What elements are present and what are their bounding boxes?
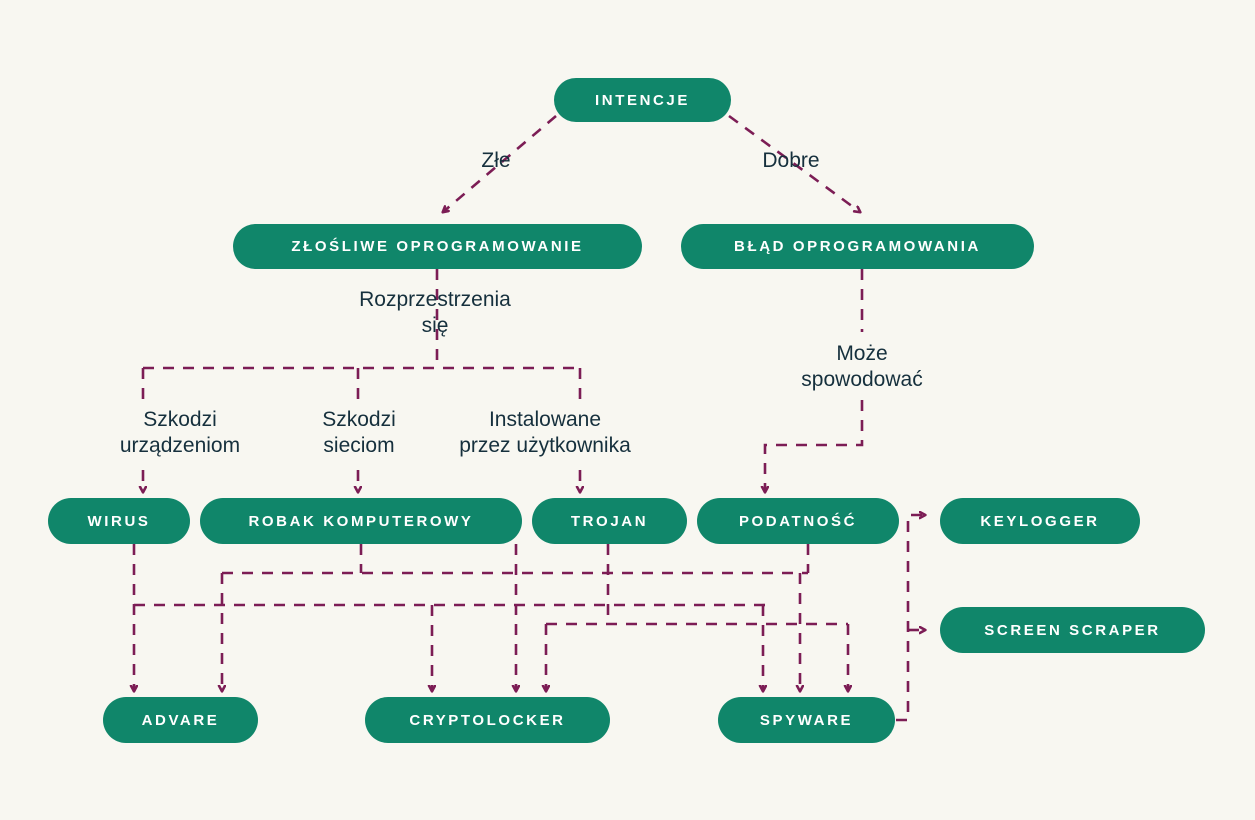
edge-label-szkodzi-sieciom: Szkodzi sieciom <box>322 408 396 457</box>
edge-label-moze-spowodowac: Może spowodować <box>801 342 923 391</box>
node-robak-komputerowy[interactable]: ROBAK KOMPUTEROWY <box>200 498 522 544</box>
node-wirus[interactable]: WIRUS <box>48 498 190 544</box>
node-advare[interactable]: ADVARE <box>103 697 258 743</box>
edge-label-zle: Złe <box>481 149 511 172</box>
edge-label-rozprzestrzenia-sie: Rozprzestrzenia się <box>359 288 511 337</box>
node-blad-oprogramowania[interactable]: BŁĄD OPROGRAMOWANIA <box>681 224 1034 269</box>
edge-blad-podatnosc <box>765 269 864 492</box>
node-screen-scraper[interactable]: SCREEN SCRAPER <box>940 607 1205 653</box>
edge-intencje-blad <box>728 114 860 212</box>
node-trojan[interactable]: TROJAN <box>532 498 687 544</box>
node-cryptolocker[interactable]: CRYPTOLOCKER <box>365 697 610 743</box>
edge-spyware-riser <box>896 515 925 722</box>
node-keylogger[interactable]: KEYLOGGER <box>940 498 1140 544</box>
edge-label-szkodzi-urzadzeniom: Szkodzi urządzeniom <box>119 408 241 457</box>
node-intencje[interactable]: INTENCJE <box>554 78 731 122</box>
edge-intencje-zlosliwe <box>443 115 557 212</box>
node-zlosliwe-oprogramowanie[interactable]: ZŁOŚLIWE OPROGRAMOWANIE <box>233 224 642 269</box>
node-spyware[interactable]: SPYWARE <box>718 697 895 743</box>
edge-label-instalowane-przez-uzytkownika: Instalowane przez użytkownika <box>459 408 631 457</box>
node-podatnosc[interactable]: PODATNOŚĆ <box>697 498 899 544</box>
edge-label-dobre: Dobre <box>762 149 820 172</box>
